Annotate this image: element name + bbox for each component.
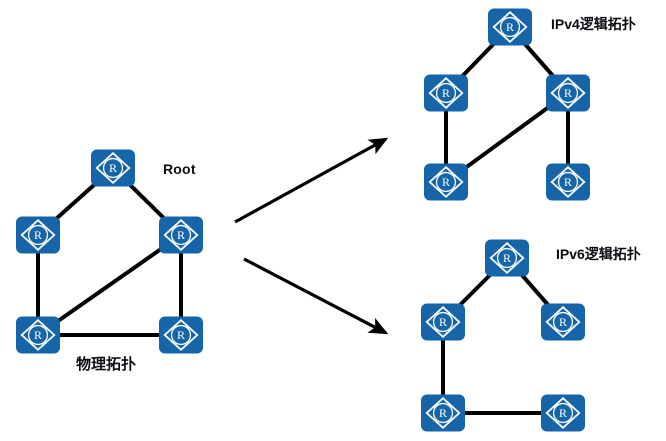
router-body — [421, 303, 465, 341]
router-diamond-icon — [425, 396, 461, 430]
router-icon[interactable]: R — [424, 74, 468, 112]
router-diamond-icon — [428, 76, 464, 110]
arrow-to-ipv4 — [234, 137, 389, 224]
router-diamond-icon — [545, 396, 581, 430]
root-label: Root — [163, 161, 196, 177]
router-diamond-icon — [489, 241, 525, 275]
router-body — [159, 216, 203, 254]
router-diamond-icon — [428, 165, 464, 199]
router-body — [16, 216, 60, 254]
router-ring-icon — [435, 171, 457, 193]
router-letter: R — [177, 228, 185, 242]
router-icon[interactable]: R — [16, 216, 60, 254]
router-letter: R — [439, 406, 447, 420]
router-letter: R — [34, 228, 42, 242]
router-body — [424, 74, 468, 112]
ipv6-topology-label: IPv6逻辑拓扑 — [556, 246, 641, 262]
router-letter: R — [109, 161, 117, 175]
router-body — [546, 163, 590, 201]
router-icon[interactable]: R — [541, 394, 585, 432]
router-diamond-icon — [95, 151, 131, 185]
router-ring-icon — [27, 224, 49, 246]
router-ring-icon — [552, 402, 574, 424]
router-body — [546, 74, 590, 112]
router-icon[interactable]: R — [16, 316, 60, 354]
router-letter: R — [559, 315, 567, 329]
router-body — [421, 394, 465, 432]
router-ring-icon — [496, 247, 518, 269]
router-icon[interactable]: R — [159, 216, 203, 254]
router-icon[interactable]: R — [541, 303, 585, 341]
router-ring-icon — [27, 324, 49, 346]
nodes-layer: R R R R R R R R R R R R R R R — [16, 8, 590, 432]
router-letter: R — [564, 86, 572, 100]
physical-topology-label: 物理拓扑 — [76, 356, 137, 373]
router-ring-icon — [432, 402, 454, 424]
router-icon[interactable]: R — [421, 394, 465, 432]
router-body — [424, 163, 468, 201]
router-diamond-icon — [492, 10, 528, 44]
router-diamond-icon — [425, 305, 461, 339]
router-letter: R — [564, 175, 572, 189]
ipv4-topology-label: IPv4逻辑拓扑 — [551, 16, 636, 32]
arrow-to-ipv6 — [243, 257, 389, 335]
router-diamond-icon — [550, 165, 586, 199]
router-letter: R — [442, 86, 450, 100]
router-ring-icon — [432, 311, 454, 333]
router-icon[interactable]: R — [91, 149, 135, 187]
router-body — [488, 8, 532, 46]
router-ring-icon — [170, 224, 192, 246]
router-icon[interactable]: R — [488, 8, 532, 46]
router-letter: R — [503, 251, 511, 265]
router-letter: R — [559, 406, 567, 420]
router-letter: R — [177, 328, 185, 342]
link-P3-P4 — [36, 233, 183, 337]
router-diamond-icon — [20, 218, 56, 252]
router-diamond-icon — [20, 318, 56, 352]
router-ring-icon — [170, 324, 192, 346]
router-icon[interactable]: R — [421, 303, 465, 341]
router-letter: R — [506, 20, 514, 34]
router-diamond-icon — [550, 76, 586, 110]
router-ring-icon — [102, 157, 124, 179]
router-icon[interactable]: R — [546, 163, 590, 201]
router-ring-icon — [557, 171, 579, 193]
router-ring-icon — [499, 16, 521, 38]
router-icon[interactable]: R — [485, 239, 529, 277]
router-letter: R — [34, 328, 42, 342]
router-diamond-icon — [163, 318, 199, 352]
router-letter: R — [442, 175, 450, 189]
router-diamond-icon — [163, 218, 199, 252]
router-body — [485, 239, 529, 277]
router-ring-icon — [435, 82, 457, 104]
router-icon[interactable]: R — [546, 74, 590, 112]
router-letter: R — [439, 315, 447, 329]
router-body — [16, 316, 60, 354]
router-icon[interactable]: R — [159, 316, 203, 354]
router-ring-icon — [552, 311, 574, 333]
router-diamond-icon — [545, 305, 581, 339]
router-body — [91, 149, 135, 187]
router-body — [159, 316, 203, 354]
router-body — [541, 303, 585, 341]
router-icon[interactable]: R — [424, 163, 468, 201]
arrows-layer — [234, 137, 389, 335]
router-body — [541, 394, 585, 432]
router-ring-icon — [557, 82, 579, 104]
